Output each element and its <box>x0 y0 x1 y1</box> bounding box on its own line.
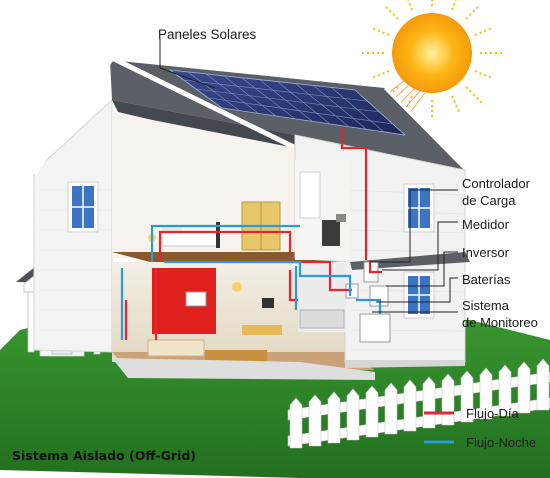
sun-icon <box>351 0 502 137</box>
flow-day-lines <box>124 128 382 340</box>
left-wall <box>33 98 113 353</box>
callout-lines <box>159 38 458 313</box>
label-inverter: Inversor <box>462 245 509 260</box>
label-controller-line2: de Carga <box>462 193 516 208</box>
label-monitoring-line1: Sistema <box>462 298 509 313</box>
picket-fence <box>287 358 550 449</box>
label-controller-line1: Controlador <box>462 176 530 191</box>
legend <box>424 411 454 444</box>
solar-panels <box>168 69 407 136</box>
label-monitoring-line2: de Monitoreo <box>462 315 538 330</box>
legend-day-label: Flujo-Día <box>466 406 519 421</box>
right-wing <box>294 134 470 363</box>
flow-night-lines <box>120 224 382 340</box>
legend-night-label: Flujo-Noche <box>466 435 537 450</box>
foundation <box>112 358 465 380</box>
label-panels: Paneles Solares <box>158 27 257 42</box>
diagram-title: Sistema Aislado (Off-Grid) <box>12 448 197 463</box>
label-meter: Medidor <box>462 217 509 232</box>
label-batteries: Baterías <box>462 272 511 287</box>
